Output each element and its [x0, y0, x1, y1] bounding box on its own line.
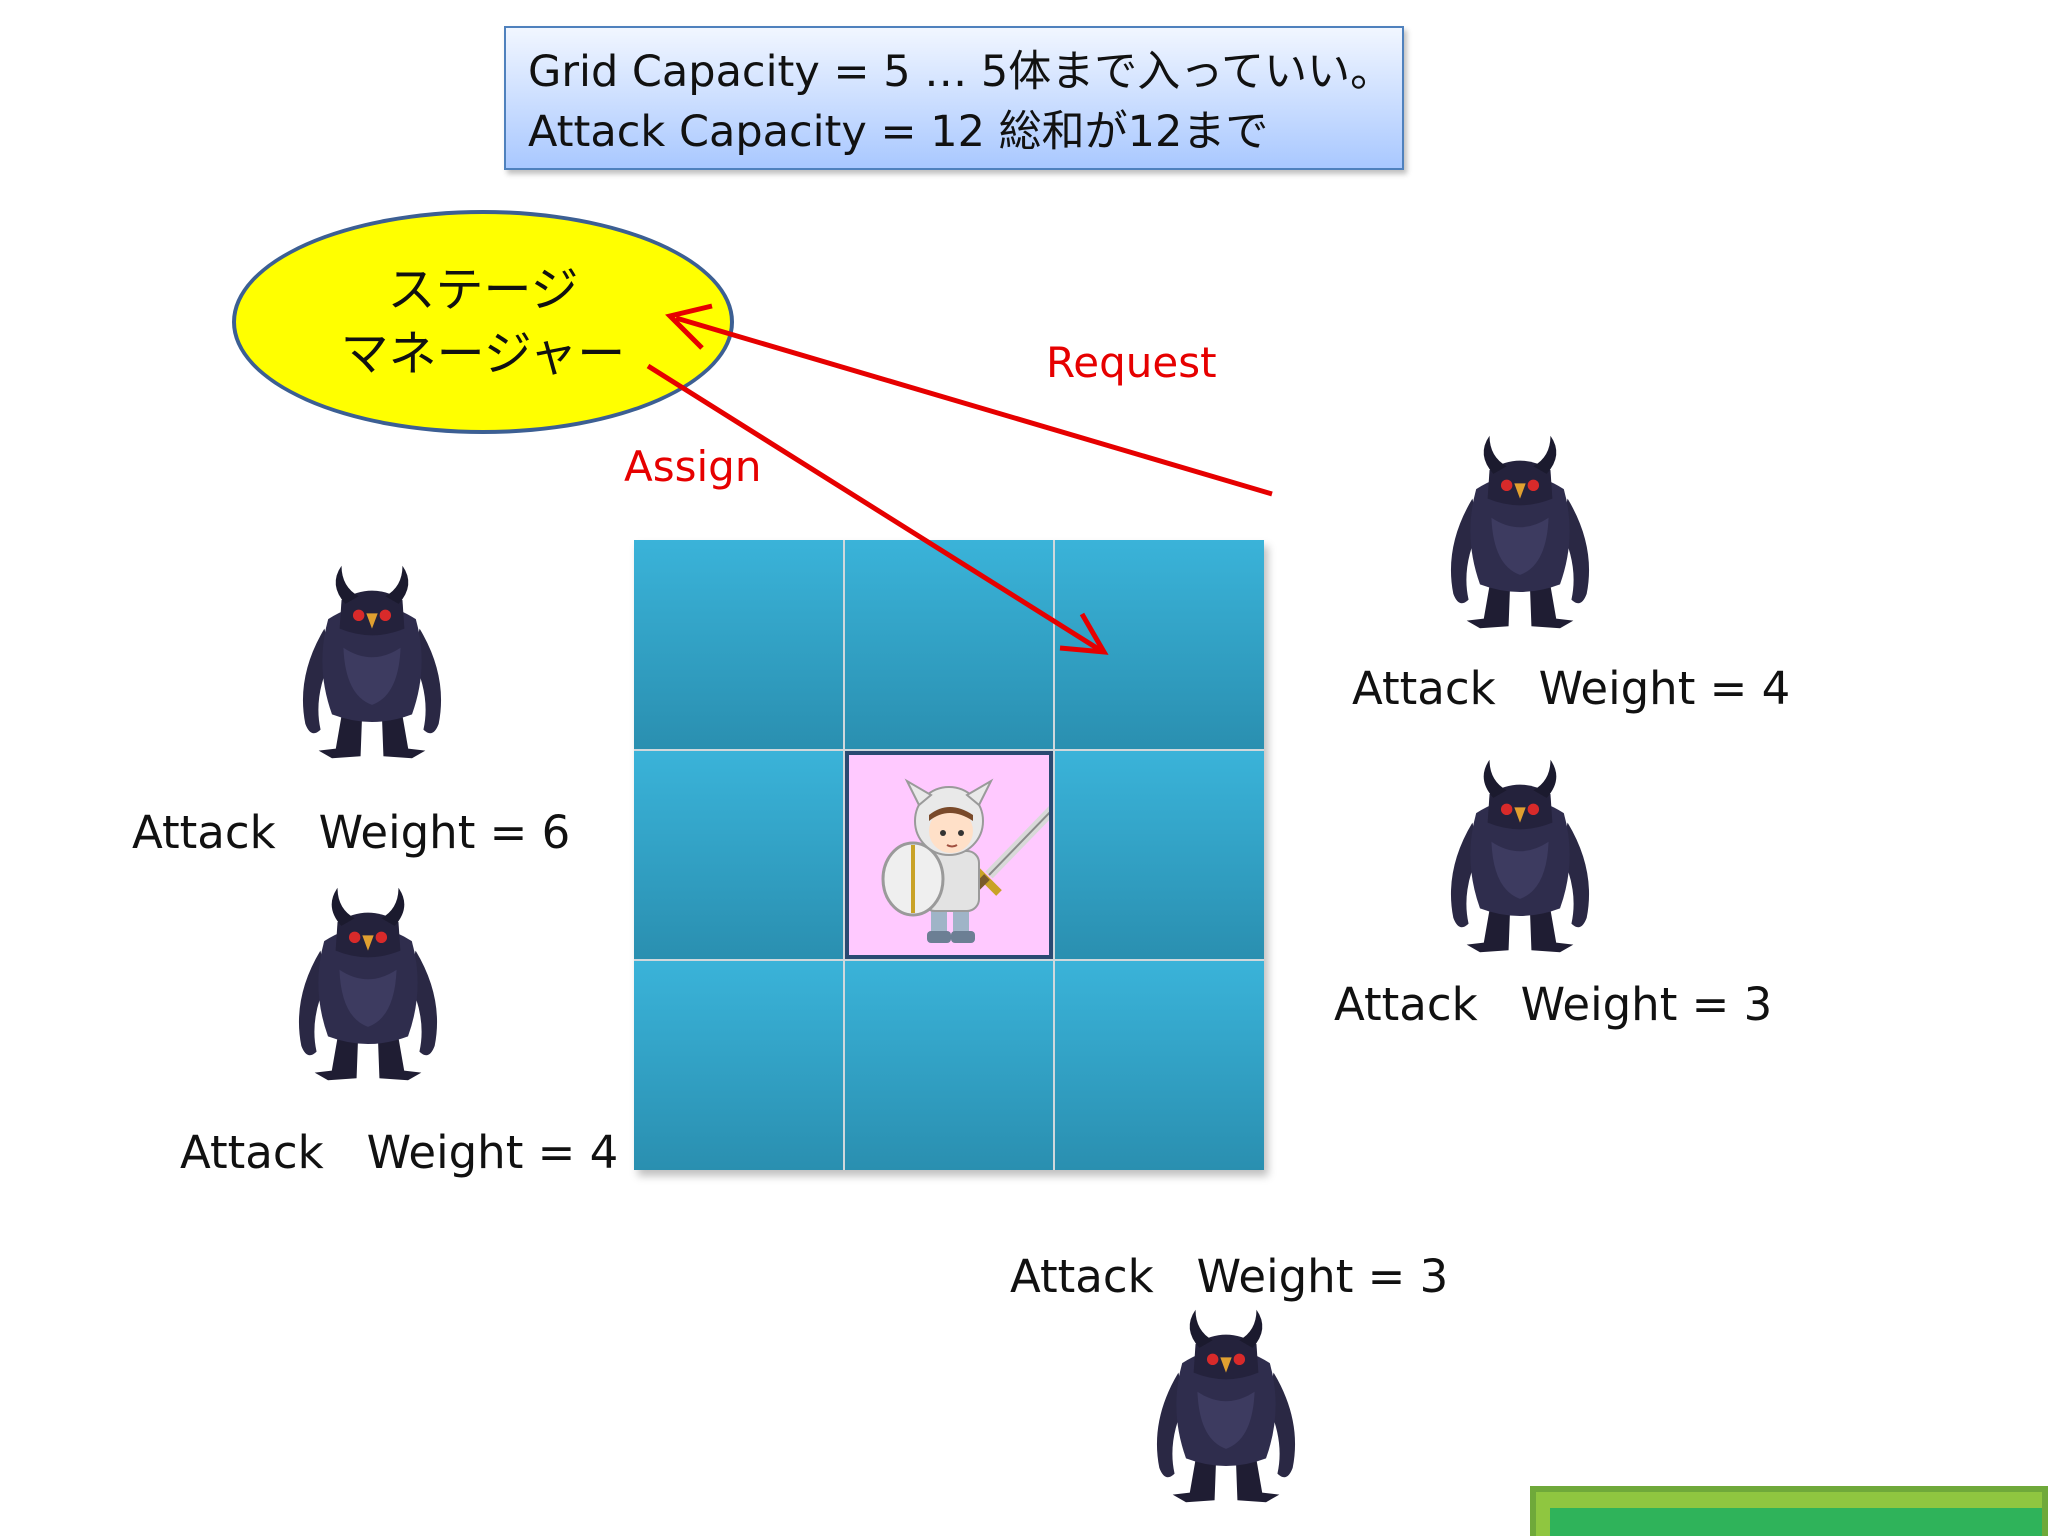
stage-manager-node: ステージ マネージャー [232, 210, 734, 434]
monster-weight-label: Attack Weight = 4 [1352, 662, 1791, 715]
monster-weight-label: Attack Weight = 6 [132, 806, 571, 859]
monster-weight-label: Attack Weight = 3 [1334, 978, 1773, 1031]
grid-cell [1055, 750, 1264, 960]
grid-cell [844, 961, 1054, 1170]
monster-icon [1450, 759, 1590, 953]
corner-badge-fill [1550, 1508, 2042, 1536]
request-label: Request [1046, 338, 1217, 387]
grid-cell [844, 540, 1054, 749]
grid-cell-center [844, 750, 1054, 960]
assign-label: Assign [624, 442, 762, 491]
grid-cell [634, 961, 843, 1170]
knight-icon [881, 778, 1049, 943]
attack-grid [634, 540, 1264, 1170]
monster-weight-label: Attack Weight = 3 [1010, 1250, 1449, 1303]
request-arrow [665, 303, 1273, 497]
grid-cell [1055, 961, 1264, 1170]
monster-icon [298, 887, 438, 1081]
monster-weight-label: Attack Weight = 4 [180, 1126, 619, 1179]
stage-manager-label-line1: ステージ [387, 262, 579, 318]
grid-cell [634, 750, 843, 960]
corner-badge [1530, 1486, 2048, 1536]
monster-icon [302, 565, 442, 759]
stage-manager-label-line2: マネージャー [340, 326, 626, 382]
capacity-note: Grid Capacity = 5 … 5体まで入っていい。 Attack Ca… [504, 26, 1404, 170]
monster-icon [1156, 1309, 1296, 1503]
attack-capacity-text: Attack Capacity = 12 総和が12まで [528, 107, 1269, 157]
assign-arrow [646, 363, 1109, 655]
grid-cell [634, 540, 843, 749]
monster-icon [1450, 435, 1590, 629]
grid-capacity-text: Grid Capacity = 5 … 5体まで入っていい。 [528, 47, 1394, 97]
